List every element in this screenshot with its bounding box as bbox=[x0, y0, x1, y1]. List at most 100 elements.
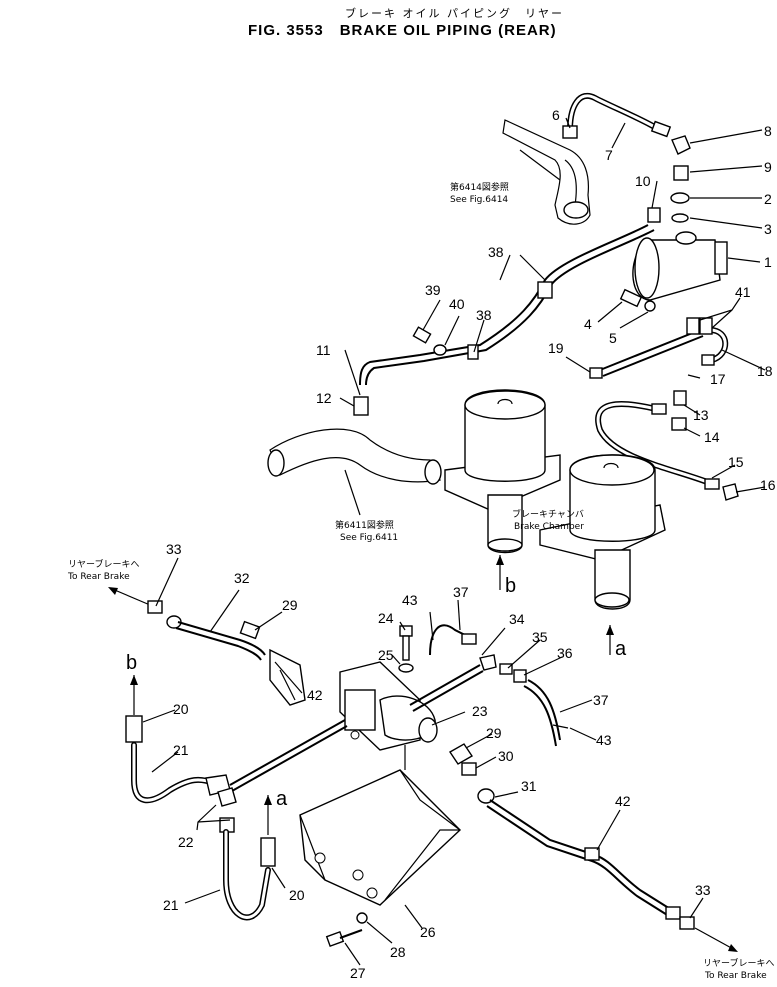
callout-27: 27 bbox=[350, 965, 366, 981]
callout-34: 34 bbox=[509, 611, 525, 627]
callout-7: 7 bbox=[605, 147, 613, 163]
arrow-b-lower-label: b bbox=[126, 652, 137, 674]
callout-32: 32 bbox=[234, 570, 250, 586]
callout-21b: 21 bbox=[163, 897, 179, 913]
callout-15: 15 bbox=[728, 454, 744, 470]
hose-21-lower bbox=[219, 817, 276, 921]
callout-21a: 21 bbox=[173, 742, 189, 758]
pipe-32 bbox=[147, 600, 266, 661]
arrow-a-lower-head bbox=[264, 795, 272, 805]
hose-15 bbox=[595, 401, 739, 501]
callout-38b: 38 bbox=[476, 307, 492, 323]
callout-18: 18 bbox=[757, 363, 773, 379]
callout-11: 11 bbox=[316, 342, 331, 358]
lower-pipe-fig6411 bbox=[267, 428, 442, 485]
callout-19: 19 bbox=[548, 340, 564, 356]
tank-1 bbox=[632, 231, 728, 301]
arrow-b-head bbox=[496, 555, 504, 565]
callout-33b: 33 bbox=[695, 882, 711, 898]
rear-brake-right-arrow bbox=[694, 927, 736, 951]
callout-42a: 42 bbox=[307, 687, 323, 703]
callout-4: 4 bbox=[584, 316, 592, 332]
arrow-b-lower-head bbox=[130, 675, 138, 685]
callout-41: 41 bbox=[735, 284, 751, 300]
pipe-valve-right-2 bbox=[412, 670, 484, 712]
fittings-8-9-2-3 bbox=[670, 135, 691, 223]
brake-chamber-en: Brake Chamber bbox=[514, 522, 584, 532]
callout-20b: 20 bbox=[289, 887, 305, 903]
pipe-valve-left-2 bbox=[231, 725, 348, 792]
ref-6411-jp: 第6411図参照 bbox=[335, 519, 394, 531]
callout-5: 5 bbox=[609, 330, 617, 346]
callout-43b: 43 bbox=[596, 732, 612, 748]
page-title: FIG. 3553 BRAKE OIL PIPING (REAR) bbox=[248, 22, 557, 39]
pipe-valve-right bbox=[409, 664, 481, 706]
rear-brake-right-jp: リヤーブレーキへ bbox=[703, 957, 774, 969]
callout-37a: 37 bbox=[453, 584, 469, 600]
callout-14: 14 bbox=[704, 429, 720, 445]
pipe-37-43-upper bbox=[429, 624, 497, 671]
callout-30: 30 bbox=[498, 748, 514, 764]
fittings-29-30 bbox=[449, 743, 495, 804]
callout-29a: 29 bbox=[282, 597, 298, 613]
callout-40: 40 bbox=[449, 296, 465, 312]
callout-39: 39 bbox=[425, 282, 441, 298]
rear-brake-right-arrow-head bbox=[728, 944, 738, 952]
pipe-31 bbox=[486, 799, 695, 930]
callout-35: 35 bbox=[532, 629, 548, 645]
rear-brake-left-arrow-head bbox=[108, 587, 118, 595]
bolt-4-washer-5 bbox=[619, 288, 656, 312]
callout-29b: 29 bbox=[486, 725, 502, 741]
callout-24: 24 bbox=[378, 610, 394, 626]
callout-9: 9 bbox=[764, 159, 772, 175]
arrow-a-label: a bbox=[615, 638, 627, 660]
callout-26: 26 bbox=[420, 924, 436, 940]
top-hose-7 bbox=[562, 93, 672, 139]
pipe-valve-left bbox=[229, 719, 346, 786]
callout-12: 12 bbox=[316, 390, 332, 406]
leader-fig6411 bbox=[344, 469, 361, 516]
upper-support-bracket bbox=[502, 119, 591, 225]
callout-6: 6 bbox=[552, 107, 560, 123]
callout-20a: 20 bbox=[173, 701, 189, 717]
callout-25: 25 bbox=[378, 647, 394, 663]
callout-8: 8 bbox=[764, 123, 772, 139]
hose-21-left bbox=[125, 715, 237, 807]
arrow-a-lower-label: a bbox=[276, 788, 288, 810]
brake-chamber-a bbox=[539, 454, 666, 610]
rear-brake-left-en: To Rear Brake bbox=[67, 572, 130, 582]
rear-brake-right-en: To Rear Brake bbox=[704, 971, 767, 981]
brake-chamber-b bbox=[444, 389, 561, 554]
callout-38a: 38 bbox=[488, 244, 504, 260]
callout-10: 10 bbox=[635, 173, 651, 189]
callout-16: 16 bbox=[760, 477, 776, 493]
callout-33a: 33 bbox=[166, 541, 182, 557]
arrow-a-head bbox=[606, 625, 614, 635]
bracket-42-left bbox=[269, 648, 306, 706]
callout-31: 31 bbox=[521, 778, 537, 794]
callout-17: 17 bbox=[710, 371, 726, 387]
bolt-24 bbox=[398, 625, 414, 673]
ref-6411-en: See Fig.6411 bbox=[340, 533, 398, 543]
callout-2: 2 bbox=[764, 191, 772, 207]
bracket-26 bbox=[299, 769, 462, 906]
callout-13: 13 bbox=[693, 407, 709, 423]
callout-3: 3 bbox=[764, 221, 772, 237]
ref-6414-jp: 第6414図参照 bbox=[450, 181, 509, 193]
leader-lines bbox=[142, 117, 766, 966]
pipe-11-38 bbox=[353, 207, 661, 416]
title-japanese: ブレーキ オイル パイピング リヤー bbox=[345, 6, 564, 20]
callout-numbers: 1 2 3 4 5 6 7 8 9 10 11 12 13 14 15 16 1… bbox=[163, 107, 776, 981]
rear-brake-left-jp: リヤーブレーキへ bbox=[68, 558, 139, 570]
callout-37b: 37 bbox=[593, 692, 609, 708]
bolt-27-washer-28 bbox=[325, 912, 368, 947]
callout-22: 22 bbox=[178, 834, 194, 850]
brake-chamber-jp: ブレーキチャンバ bbox=[512, 508, 584, 520]
arrow-b-label: b bbox=[505, 575, 516, 597]
ref-6414-en: See Fig.6414 bbox=[450, 195, 508, 205]
callout-1: 1 bbox=[764, 254, 772, 270]
callout-28: 28 bbox=[390, 944, 406, 960]
callout-23: 23 bbox=[472, 703, 488, 719]
